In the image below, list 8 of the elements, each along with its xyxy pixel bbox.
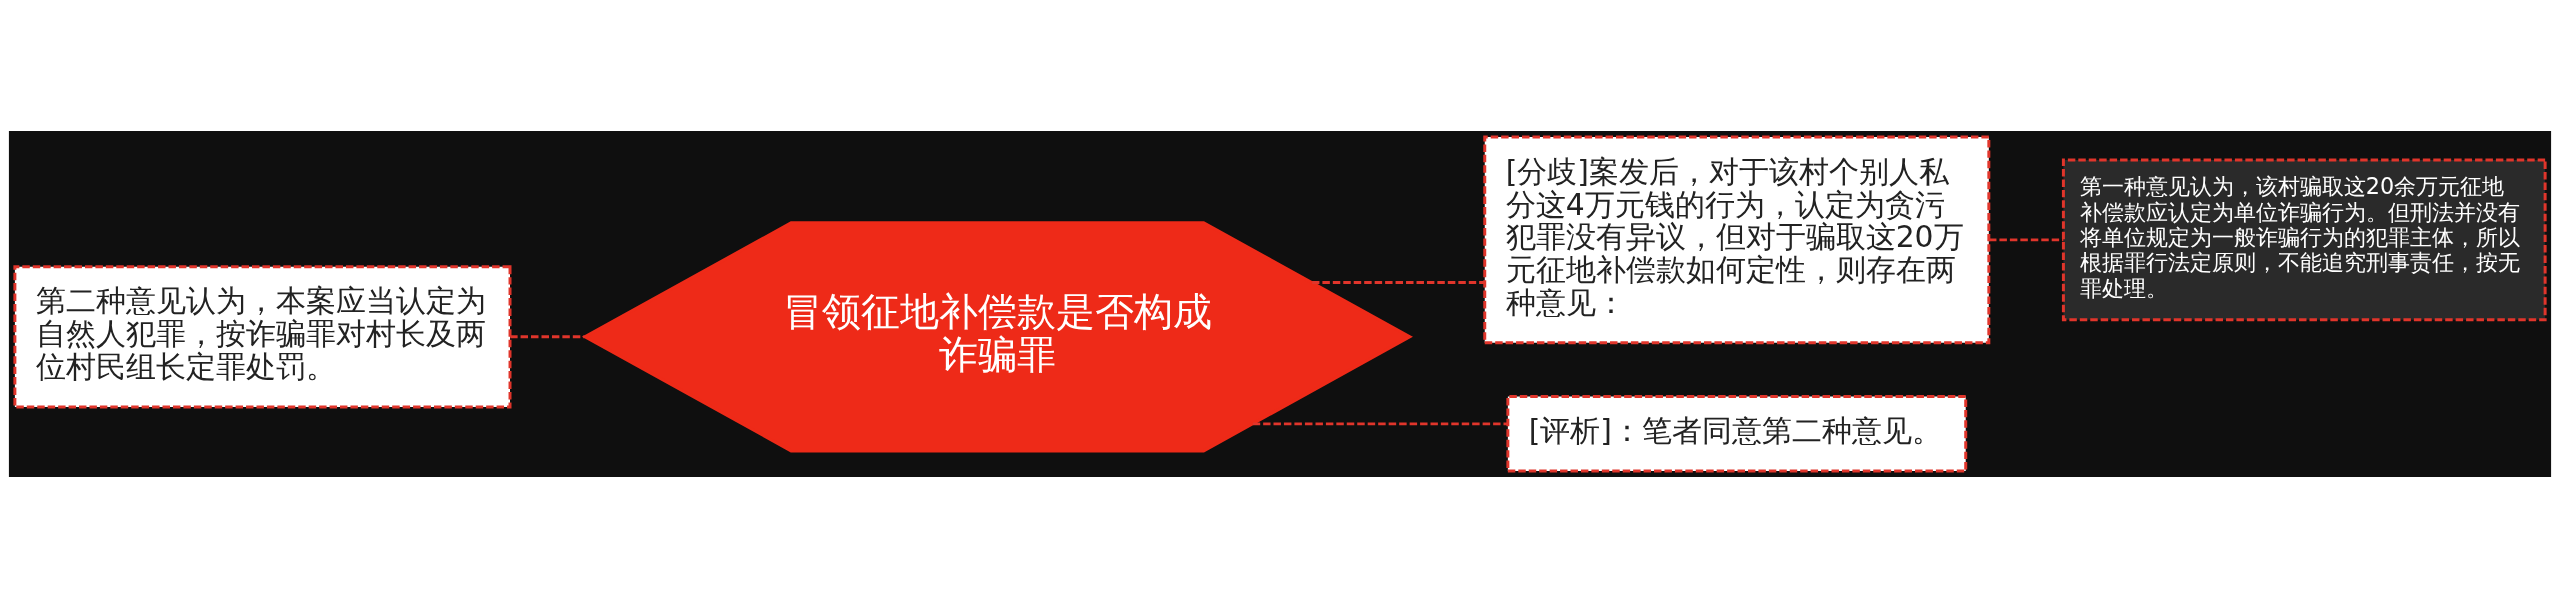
connector <box>510 334 585 338</box>
node-box: [评析]：笔者同意第二种意见。 <box>1506 394 1968 472</box>
connector <box>1989 237 2064 241</box>
node-box: 第二种意见认为，本案应当认定为自然人犯罪，按诈骗罪对村长及两位村民组长定罪处罚。 <box>13 264 512 408</box>
node-box: [分歧]案发后，对于该村个别人私分这4万元钱的行为，认定为贪污犯罪没有异议，但对于骗取这20万元征地补偿款如何定性，则存在两种意见： <box>1483 135 1991 344</box>
connector <box>1252 421 1508 425</box>
connector <box>1312 280 1485 284</box>
node-box: 第一种意见认为，该村骗取这20余万元征地补偿款应认定为单位诈骗行为。但刑法并没有将单位规定为一般诈骗行为的犯罪主体，所以根据罪行法定原则，不能追究刑事责任，按无罪处理。 <box>2061 158 2547 321</box>
